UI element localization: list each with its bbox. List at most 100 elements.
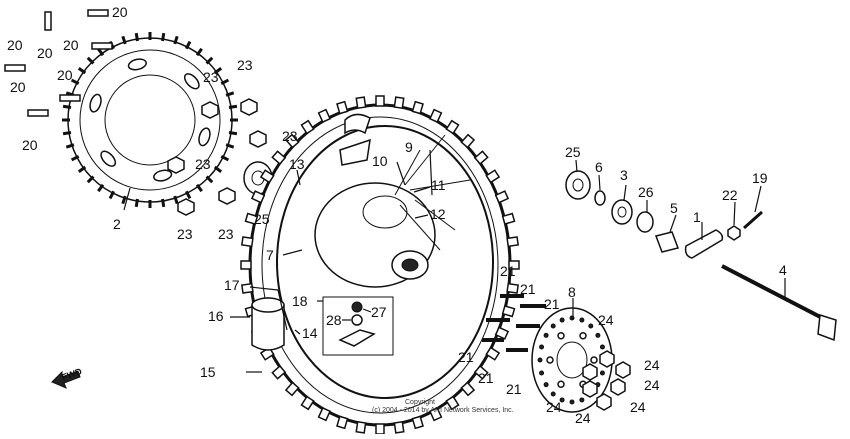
disc-hole — [595, 332, 601, 338]
tire-lug — [336, 100, 349, 115]
sprocket-tooth — [213, 67, 223, 75]
tire-lug — [284, 381, 300, 397]
callout-24a: 24 — [598, 312, 614, 328]
rear-wheel — [240, 95, 520, 435]
sprocket-cutout — [100, 150, 117, 167]
sprocket-tooth — [195, 47, 203, 57]
callout-9: 9 — [405, 139, 413, 155]
callout-16: 16 — [208, 308, 224, 324]
callout-13: 13 — [289, 156, 305, 172]
seal-3 — [611, 199, 633, 225]
sprocket-tooth — [62, 131, 72, 136]
callout-17: 17 — [224, 277, 240, 293]
callout-21d: 21 — [458, 349, 474, 365]
callout-20a: 20 — [112, 4, 128, 20]
callout-24b: 24 — [644, 357, 660, 373]
valve-assembly-box — [322, 296, 394, 356]
callout-24d: 24 — [630, 399, 646, 415]
fwd-arrow: FWD — [51, 366, 84, 389]
callout-12: 12 — [430, 206, 446, 222]
tire-lug — [428, 406, 443, 422]
tire-lug — [240, 236, 254, 248]
disc-bolt-hole — [557, 380, 565, 388]
callout-22: 22 — [722, 187, 738, 203]
tire-lug — [317, 406, 332, 422]
sprocket-cutout — [89, 93, 102, 113]
sprocket-tooth — [184, 40, 192, 50]
sprocket-tooth — [228, 131, 238, 136]
tire-lug — [375, 423, 385, 435]
sprocket-cutout — [198, 127, 211, 147]
disc-hole — [539, 370, 545, 376]
callout-7: 7 — [266, 247, 274, 263]
tire-lug — [506, 236, 520, 248]
disc-hole — [569, 399, 575, 405]
callout-21e: 21 — [478, 370, 494, 386]
callout-20g: 20 — [22, 137, 38, 153]
sprocket-tooth — [205, 56, 214, 65]
sprocket-tooth — [121, 195, 127, 205]
tire-lug — [473, 150, 489, 165]
callout-labels: 1 2 3 4 5 6 7 8 9 10 11 12 13 14 15 16 1… — [7, 4, 787, 426]
disc-hole — [550, 391, 556, 397]
sprocket-tooth — [228, 104, 238, 109]
disc-bolt-hole — [546, 356, 554, 364]
sprocket-nuts — [167, 98, 267, 216]
adjuster-1 — [684, 229, 724, 259]
tire-lug — [485, 169, 501, 184]
sprocket-tooth — [86, 56, 95, 65]
tire-lug — [445, 395, 460, 411]
tire-lug — [501, 212, 516, 225]
callout-23e: 23 — [177, 226, 193, 242]
tire-lug — [271, 150, 287, 165]
sprocket-tooth — [213, 165, 223, 173]
callout-23c: 23 — [282, 128, 298, 144]
callout-23a: 23 — [237, 57, 253, 73]
sprocket-tooth — [161, 32, 166, 42]
disc-hole — [543, 332, 549, 338]
sprocket-tooth — [134, 32, 139, 42]
tire-lug — [317, 108, 332, 124]
tire-lug — [300, 119, 315, 135]
disc-hole — [537, 357, 543, 363]
sprocket-tooth — [70, 78, 80, 86]
callout-20b: 20 — [37, 45, 53, 61]
tire-lug — [473, 365, 489, 380]
copyright-line2: (c) 2004 - 2014 by ARI Network Services,… — [372, 407, 514, 414]
callout-20c: 20 — [63, 37, 79, 53]
tire-lug — [284, 133, 300, 149]
disc-bolt-hole — [557, 332, 565, 340]
callout-25b: 25 — [254, 211, 270, 227]
washer-6 — [594, 190, 606, 206]
disc-hole — [559, 397, 565, 403]
callout-14: 14 — [302, 325, 318, 341]
sprocket-tooth — [97, 47, 105, 57]
sprocket-tooth — [173, 195, 179, 205]
axle-4 — [721, 264, 837, 342]
callout-2: 2 — [113, 216, 121, 232]
hub-bearing-right — [565, 170, 591, 200]
callout-23d: 23 — [195, 156, 211, 172]
tire-lug — [300, 395, 315, 411]
nut-22 — [727, 225, 741, 241]
disc-hole — [559, 317, 565, 323]
callout-20d: 20 — [7, 37, 23, 53]
callout-27: 27 — [371, 304, 387, 320]
copyright-line1: Copyright — [405, 399, 435, 406]
bolt-19 — [743, 210, 763, 230]
tire-lug — [485, 346, 501, 361]
callout-5: 5 — [670, 200, 678, 216]
sprocket-cutout — [127, 58, 147, 71]
callout-8: 8 — [568, 284, 576, 300]
tire-lug — [494, 326, 510, 340]
tire-lug — [271, 365, 287, 380]
sprocket-tooth — [195, 183, 203, 193]
tire-lug — [501, 305, 516, 318]
callout-26: 26 — [638, 184, 654, 200]
tire-lug — [393, 96, 405, 110]
callout-21b: 21 — [520, 281, 536, 297]
disc-hole — [599, 370, 605, 376]
disc-hole — [588, 323, 594, 329]
tire-lug — [508, 260, 520, 270]
callout-21c: 21 — [544, 296, 560, 312]
